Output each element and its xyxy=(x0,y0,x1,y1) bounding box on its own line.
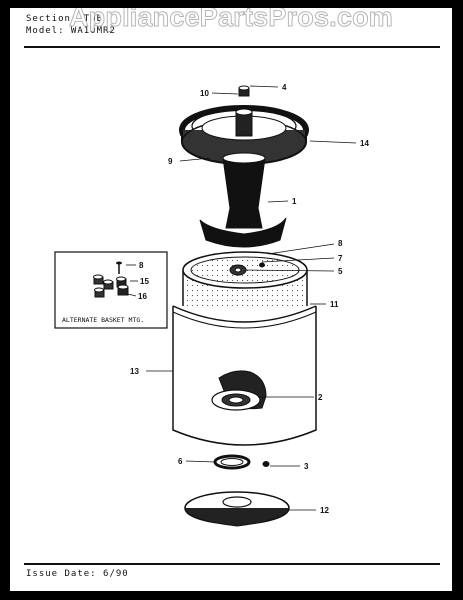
callout-4: 4 xyxy=(282,83,287,92)
callout-8-inset: 8 xyxy=(139,261,144,270)
tub-ring-part xyxy=(179,85,309,165)
callout-5: 5 xyxy=(338,267,343,276)
footer-rule xyxy=(24,563,440,565)
callout-13: 13 xyxy=(130,367,139,376)
alternate-basket-mtg-inset: ALTERNATE BASKET MTG. xyxy=(54,251,168,329)
callout-1: 1 xyxy=(292,197,297,206)
callout-7: 7 xyxy=(338,254,343,263)
callout-2: 2 xyxy=(318,393,323,402)
section-label: Section: TUB xyxy=(26,14,104,24)
callout-9: 9 xyxy=(168,157,173,166)
callout-leaders xyxy=(146,85,357,511)
site-watermark: AppliancePartsPros.com xyxy=(68,8,393,33)
inset-caption: ALTERNATE BASKET MTG. xyxy=(62,316,144,324)
tub-seal-part xyxy=(213,454,270,470)
outer-tub-part xyxy=(172,305,317,446)
issue-date: Issue Date: 6/90 xyxy=(26,569,129,579)
header-rule xyxy=(24,46,440,48)
callout-8: 8 xyxy=(338,239,343,248)
callout-12: 12 xyxy=(320,506,329,515)
tub-bottom-part xyxy=(184,491,290,527)
model-label: Model: WA10MR2 xyxy=(26,26,116,36)
callout-labels: 10 4 14 9 1 8 7 5 11 13 2 6 3 12 8 15 16 xyxy=(130,83,369,515)
callout-10: 10 xyxy=(200,89,209,98)
agitator-shaft-part xyxy=(199,152,287,248)
parts-diagram-page: ALTERNATE BASKET MTG. 10 4 14 9 1 8 7 5 … xyxy=(10,8,452,591)
tub-exploded-diagram: ALTERNATE BASKET MTG. 10 4 14 9 1 8 7 5 … xyxy=(54,83,369,527)
callout-11: 11 xyxy=(330,300,339,309)
callout-16: 16 xyxy=(138,292,147,301)
callout-15: 15 xyxy=(140,277,149,286)
callout-6: 6 xyxy=(178,457,183,466)
callout-14: 14 xyxy=(360,139,369,148)
callout-3: 3 xyxy=(304,462,309,471)
